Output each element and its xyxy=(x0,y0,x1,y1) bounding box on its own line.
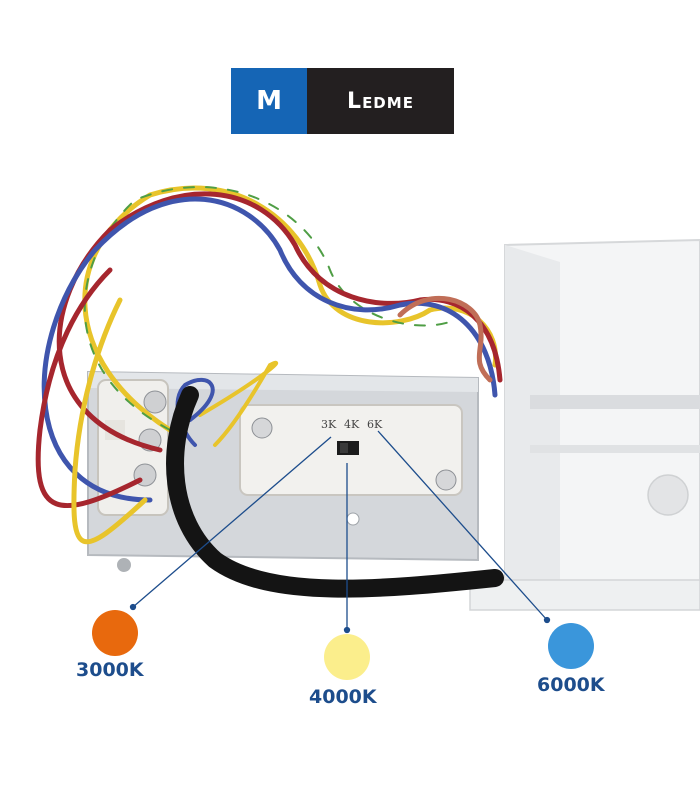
temperature-label-3000k: 3000K xyxy=(76,659,144,681)
color-dot-3000k xyxy=(92,610,138,656)
wires xyxy=(35,185,503,545)
temperature-label-4000k: 4000K xyxy=(309,686,377,708)
leader-line-6000k xyxy=(377,430,548,621)
temperature-label-6000k: 6000K xyxy=(537,674,605,696)
color-dot-6000k xyxy=(548,623,594,669)
leader-line-3000k xyxy=(132,436,332,608)
switch-housing xyxy=(239,404,463,496)
logo-mark: M xyxy=(231,68,307,134)
switch-label-4k: 4K xyxy=(344,418,360,431)
color-dot-4000k xyxy=(324,634,370,680)
switch-label-6k: 6K xyxy=(367,418,383,431)
switch-label-3k: 3K xyxy=(321,418,337,431)
logo-brand-name: Ledme xyxy=(307,68,454,134)
brand-logo: M Ledme xyxy=(231,68,454,134)
leader-lines xyxy=(129,430,551,634)
luminaire-housing xyxy=(469,238,700,611)
black-cable xyxy=(166,386,504,598)
